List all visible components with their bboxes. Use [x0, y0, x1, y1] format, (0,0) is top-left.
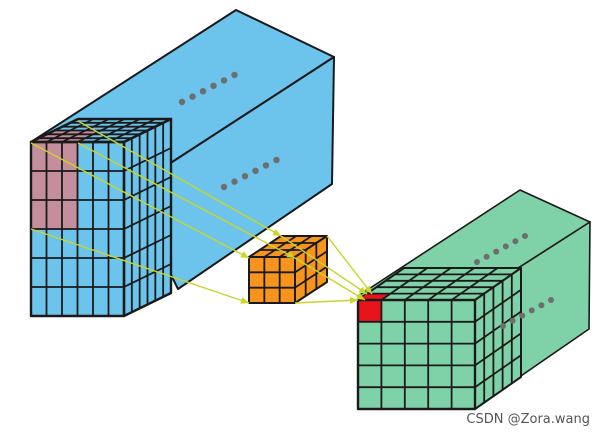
dot — [252, 167, 259, 174]
dot — [522, 233, 528, 239]
connector-input-kernel-2 — [77, 120, 282, 237]
connector-input-kernel-4-head — [240, 297, 249, 304]
dot — [189, 93, 196, 100]
grid-line — [474, 332, 522, 367]
input-volume — [29, 9, 335, 318]
grid-line — [263, 235, 297, 258]
dot — [512, 238, 519, 245]
connector-input-kernel-2-head — [272, 229, 281, 236]
dot — [262, 162, 270, 169]
dot — [231, 178, 238, 185]
grid-line — [474, 354, 522, 388]
grid-line — [474, 289, 522, 323]
grid-line — [380, 267, 428, 301]
output-side-ellipsis — [500, 297, 554, 329]
input-right-outline — [122, 117, 173, 318]
connector-kernel-output-2 — [326, 235, 373, 295]
connector-kernel-output-2-head — [364, 285, 372, 294]
dot — [528, 307, 535, 314]
connectors — [30, 120, 373, 304]
grid-line — [123, 205, 172, 230]
dot — [509, 317, 516, 324]
dot — [474, 259, 480, 265]
dot — [548, 297, 554, 303]
connector-kernel-output-3-head — [349, 296, 358, 304]
grid-line — [123, 234, 172, 259]
grid-line — [123, 263, 172, 288]
connector-input-kernel-3 — [77, 142, 296, 259]
dot — [273, 156, 280, 164]
connector-input-kernel-1-head — [240, 251, 249, 258]
receptive-field-top — [31, 130, 101, 142]
output-cell-highlight — [358, 300, 382, 322]
connector-input-kernel-1 — [30, 142, 250, 259]
connector-kernel-output-3 — [294, 299, 359, 304]
grid-line — [427, 267, 475, 301]
dot — [178, 98, 186, 106]
watermark-text: CSDN @Zora.wang — [466, 412, 590, 427]
dot — [519, 312, 526, 319]
connector-kernel-output-1-head — [358, 286, 367, 294]
connector-kernel-output-1 — [280, 235, 368, 295]
dot — [231, 71, 238, 79]
dot — [483, 253, 490, 260]
dot — [502, 243, 509, 250]
output-front-outline — [356, 298, 477, 411]
connector-input-kernel-4 — [30, 228, 250, 304]
output-volume — [356, 189, 591, 411]
dot — [493, 248, 500, 255]
grid-line — [451, 267, 499, 301]
dot — [241, 173, 249, 180]
connector-kernel-output-4-head — [356, 292, 365, 300]
dot — [210, 82, 217, 90]
grid-line — [404, 267, 452, 301]
grid-line — [123, 147, 172, 172]
receptive-field-front — [31, 142, 78, 229]
dot — [220, 183, 228, 191]
input-side-ellipsis — [220, 156, 280, 191]
output-top-ellipsis — [474, 233, 528, 265]
grid-line — [294, 250, 328, 274]
kernel-cube — [248, 235, 328, 304]
input-top-ellipsis — [178, 71, 238, 106]
dot — [538, 302, 545, 309]
grid-line — [294, 265, 328, 289]
connector-kernel-output-4 — [294, 257, 366, 301]
dot — [220, 77, 228, 84]
kernel-front-face — [248, 256, 296, 304]
dot — [199, 88, 207, 95]
connector-input-kernel-3-head — [286, 251, 295, 258]
dot — [500, 323, 506, 329]
grid-line — [474, 310, 522, 345]
